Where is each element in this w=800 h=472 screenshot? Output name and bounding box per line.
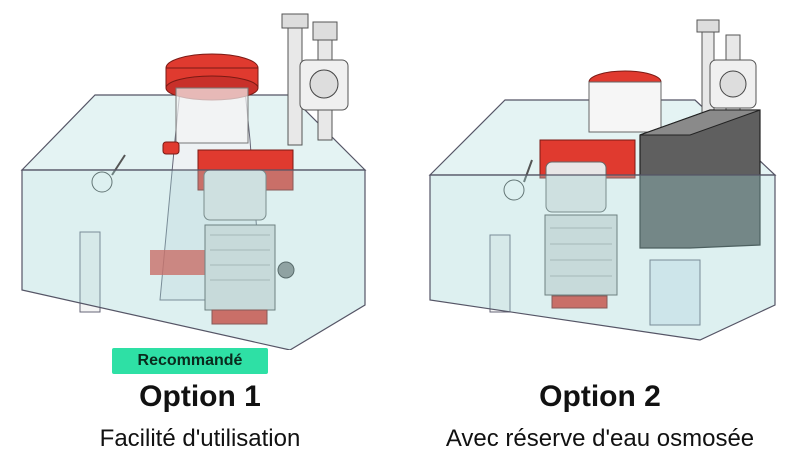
option-2-subtitle: Avec réserve d'eau osmosée — [445, 425, 755, 452]
option-1-subtitle: Facilité d'utilisation — [99, 425, 301, 452]
option-2-title: Option 2 — [539, 380, 661, 413]
option-1-title: Option 1 — [139, 380, 261, 413]
recommended-badge: Recommandé — [112, 348, 268, 374]
option-2-illustration — [428, 19, 777, 341]
option-2-panel: Option 2 Avec réserve d'eau osmosée — [400, 0, 800, 472]
option-1-panel: Recommandé Option 1 Facilité d'utilisati… — [20, 13, 367, 452]
option-1-illustration — [20, 13, 367, 350]
